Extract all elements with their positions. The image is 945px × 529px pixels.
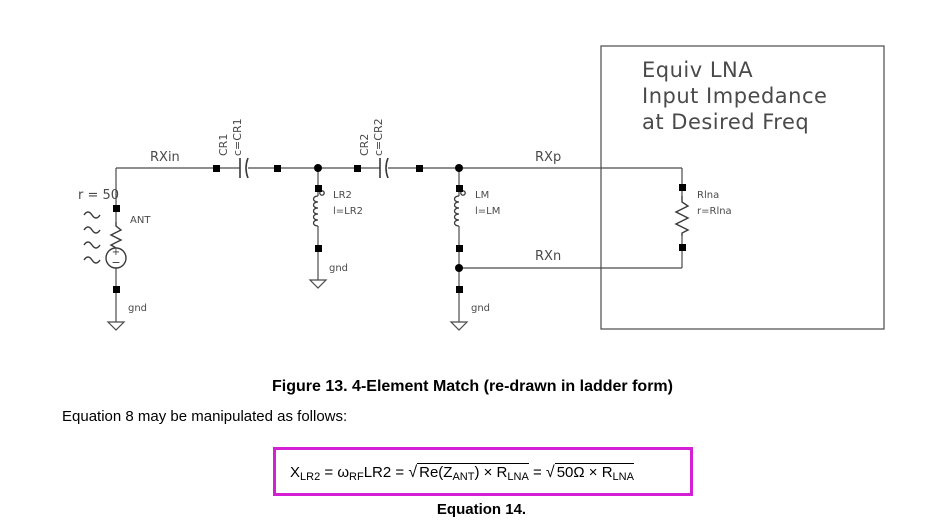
eq-radicand-1: Re(ZANT) × RLNA xyxy=(417,463,529,483)
eq-rad1-a: Re(Z xyxy=(419,464,453,481)
lna-title-line-3: at Desired Freq xyxy=(642,110,809,134)
ground-symbols xyxy=(106,279,469,331)
svg-text:−: − xyxy=(111,256,120,269)
net-label-rxin: RXin xyxy=(150,150,180,165)
eq-rad1-a-sub: ANT xyxy=(452,471,475,483)
lm-value-label: l=LM xyxy=(475,206,500,217)
equation-label: Equation 14. xyxy=(436,501,527,518)
eq-rad1-b: ) × R xyxy=(474,464,508,481)
inductor-lr2 xyxy=(312,190,325,227)
junction-dots xyxy=(314,164,463,272)
cr1-value-label: c=CR1 xyxy=(231,118,244,156)
lr2-gnd-label: gnd xyxy=(329,263,348,274)
lr2-name-label: LR2 xyxy=(333,190,352,201)
source-name-label: ANT xyxy=(130,215,151,226)
source-resistance-label: r = 50 xyxy=(78,188,119,203)
schematic-diagram: + − Equiv LNA Input Impedance at Desired… xyxy=(78,45,885,331)
cr2-name-label: CR2 xyxy=(358,134,371,156)
lm-gnd-label: gnd xyxy=(471,303,490,314)
eq-eq2: = xyxy=(391,464,409,481)
capacitor-cr2 xyxy=(379,157,389,179)
lna-title-line-2: Input Impedance xyxy=(642,84,827,108)
lna-title-line-1: Equiv LNA xyxy=(642,58,753,82)
rlna-name-label: Rlna xyxy=(697,190,719,201)
eq-lr2: LR2 xyxy=(363,464,392,481)
net-label-rxn: RXn xyxy=(535,249,561,264)
eq-rad2-a: 50Ω × R xyxy=(556,464,613,481)
eq-omega-sub: RF xyxy=(349,471,364,483)
eq-eq1: = xyxy=(320,464,338,481)
lna-box xyxy=(600,45,885,330)
equation-box: XLR2 = ωRFLR2 = √Re(ZANT) × RLNA = √50Ω … xyxy=(273,447,693,496)
eq-radicand-2: 50Ω × RLNA xyxy=(554,463,634,483)
eq-rad2-a-sub: LNA xyxy=(612,471,634,483)
svg-text:+: + xyxy=(112,247,120,258)
equation-line: XLR2 = ωRFLR2 = √Re(ZANT) × RLNA = √50Ω … xyxy=(290,463,634,483)
lm-name-label: LM xyxy=(475,190,489,201)
sqrt-icon: √ xyxy=(545,464,555,481)
source-gnd-label: gnd xyxy=(128,303,147,314)
sqrt-icon: √ xyxy=(408,464,418,481)
intro-text: Equation 8 may be manipulated as follows… xyxy=(62,408,348,425)
source-antenna xyxy=(83,211,127,269)
eq-rad1-b-sub: LNA xyxy=(507,471,529,483)
rlna-value-label: r=Rlna xyxy=(697,206,732,217)
pin-markers xyxy=(113,165,686,293)
capacitor-cr1 xyxy=(239,157,249,179)
lr2-value-label: l=LR2 xyxy=(333,206,363,217)
resistor-rlna xyxy=(674,196,690,236)
eq-omega: ω xyxy=(337,464,350,481)
net-label-rxp: RXp xyxy=(535,150,561,165)
eq-eq3: = xyxy=(528,464,546,481)
cr1-name-label: CR1 xyxy=(217,134,230,156)
eq-x: X xyxy=(290,464,301,481)
inductor-lm xyxy=(453,190,466,227)
eq-x-sub: LR2 xyxy=(300,471,321,483)
figure-caption: Figure 13. 4-Element Match (re-drawn in … xyxy=(272,378,673,395)
cr2-value-label: c=CR2 xyxy=(372,118,385,156)
